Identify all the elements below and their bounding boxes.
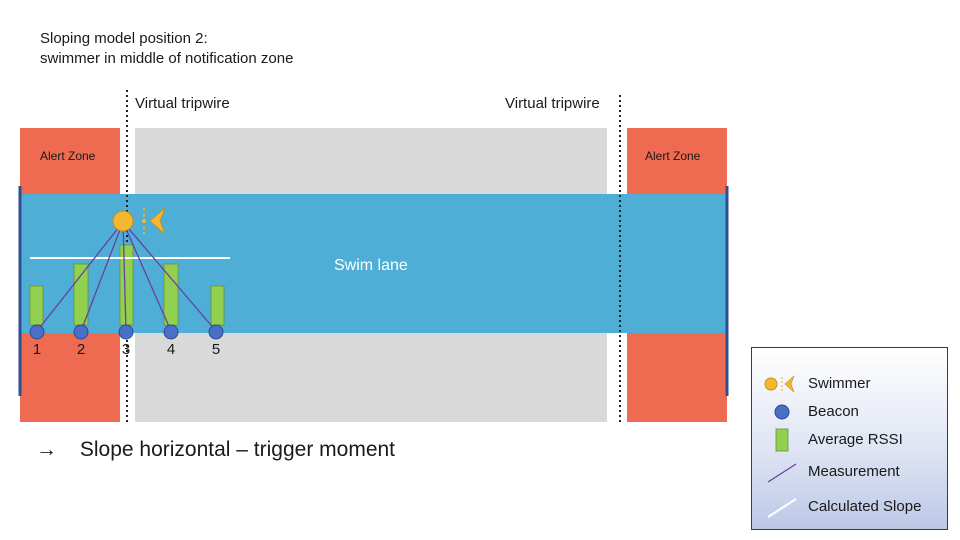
right-alert-zone-label: Alert Zone	[645, 149, 701, 163]
beacon-4	[163, 324, 179, 340]
rssi-bar-2	[73, 263, 89, 326]
beacon-3	[118, 324, 134, 340]
rssi-bar-1	[29, 285, 44, 326]
slope-legend-icon	[767, 498, 797, 518]
beacon-number-4: 4	[166, 341, 176, 358]
legend-item-average-rssi: Average RSSI	[752, 428, 947, 452]
legend-label-swimmer: Swimmer	[808, 375, 871, 392]
legend-label-beacon: Beacon	[808, 403, 859, 420]
trigger-note-text: Slope horizontal – trigger moment	[79, 438, 396, 461]
legend-label-calculated-slope: Calculated Slope	[808, 498, 922, 515]
legend-item-swimmer: Swimmer	[752, 372, 947, 396]
beacon-number-1: 1	[32, 341, 42, 358]
title-line-1: Sloping model position 2:	[40, 30, 208, 47]
right-tripwire-label: Virtual tripwire	[505, 95, 600, 112]
beacon-5	[208, 324, 224, 340]
legend-label-measurement: Measurement	[808, 463, 900, 480]
measurement-legend-icon	[767, 463, 797, 483]
legend-item-beacon: Beacon	[752, 400, 947, 424]
swimmer-icon	[112, 207, 166, 235]
right-arrow-icon: →	[36, 438, 57, 461]
left-tripwire-label: Virtual tripwire	[135, 95, 230, 112]
beacon-2	[73, 324, 89, 340]
measurement-lines	[36, 221, 217, 332]
rssi-bar-legend-icon	[775, 428, 789, 452]
legend-item-calculated-slope: Calculated Slope	[752, 495, 947, 519]
beacon-number-2: 2	[76, 341, 86, 358]
swimmer-legend-icon	[764, 375, 795, 393]
title-line-2: swimmer in middle of notification zone	[40, 50, 294, 67]
rssi-bar-5	[210, 285, 225, 326]
beacon-number-5: 5	[211, 341, 221, 358]
beacon-number-3: 3	[121, 341, 131, 358]
beacon-legend-icon	[774, 404, 790, 420]
legend: Swimmer Beacon Average RSSI Measurement …	[751, 347, 948, 530]
left-alert-zone-label: Alert Zone	[40, 149, 96, 163]
trigger-note: → Slope horizontal – trigger moment	[36, 438, 395, 462]
beacon-1	[29, 324, 45, 340]
swim-lane-label: Swim lane	[334, 257, 408, 274]
legend-label-average-rssi: Average RSSI	[808, 431, 903, 448]
legend-item-measurement: Measurement	[752, 460, 947, 484]
swim-lane	[20, 194, 727, 333]
diagram-title: Sloping model position 2: swimmer in mid…	[40, 29, 293, 69]
